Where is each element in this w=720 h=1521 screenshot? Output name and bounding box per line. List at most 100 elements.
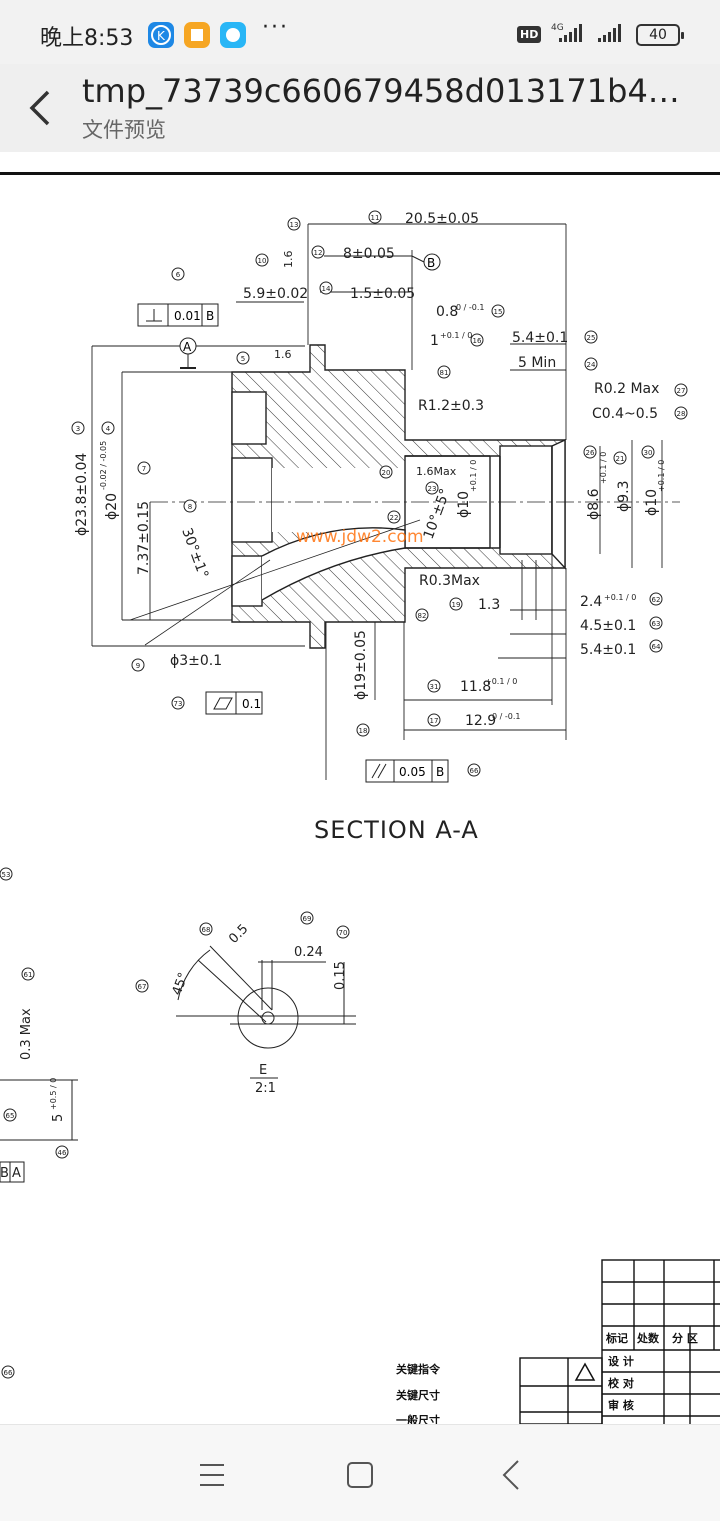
inspection-balloon-44 [55,1145,69,1159]
home-button[interactable] [338,1453,382,1497]
inspection-balloon-number: 5 [241,355,245,363]
inspection-balloon-number: 13 [290,221,299,229]
dim-1-tol: +0.1 / 0 [440,331,472,340]
general-dimension: 一般尺寸 [396,1413,440,1424]
inspection-balloon-16 [101,421,115,435]
inspection-balloon-number: 7 [142,465,146,473]
inspection-balloon-number: 19 [452,601,461,609]
detail-dim-0-15: 0.15 [333,961,348,990]
inspection-balloon-25 [131,658,145,672]
inspection-balloon-27 [449,597,463,611]
svg-text:0.01: 0.01 [174,309,201,323]
inspection-balloon-24 [641,445,655,459]
dim-phi20: ϕ20 [104,493,120,520]
svg-text:4G: 4G [551,23,564,33]
watermark: www.jdw2.com [296,527,424,547]
left-dim-0-3-max: 0.3 Max [19,1008,34,1060]
dim-1-5: 1.5±0.05 [350,286,415,302]
inspection-balloon-number: 16 [473,337,482,345]
inspection-balloon-number: 12 [314,249,323,257]
inspection-balloon-number: 63 [652,620,661,628]
left-partial-view [0,1079,78,1183]
detail-e-view [176,945,356,1049]
menu-button[interactable] [190,1453,234,1497]
inspection-balloon-33 [356,723,370,737]
signal-icon [596,22,626,48]
inspection-balloon-9 [584,330,598,344]
svg-text:B: B [427,256,435,270]
inspection-balloon-number: 11 [371,214,380,222]
inspection-balloon-number: 10 [258,257,267,265]
inspection-balloon-number: 8 [188,503,192,511]
inspection-balloon-number: 25 [587,334,596,342]
inspection-balloon-number: 30 [644,449,653,457]
detail-label: E [259,1063,267,1078]
inspection-balloon-number: 20 [382,469,391,477]
inspection-balloon-number: 61 [24,971,33,979]
hd-icon: HD [517,26,542,43]
tb-zone: 分 区 [672,1331,698,1345]
dim-0-8-tol: 0 / -0.1 [456,303,484,312]
inspection-balloon-number: 53 [2,871,11,879]
inspection-balloon-29 [649,616,663,630]
inspection-balloon-4 [255,253,269,267]
dim-12-9: 12.9 [465,713,496,729]
browser-app-icon [220,22,246,48]
inspection-balloon-8 [470,333,484,347]
inspection-balloon-number: 21 [616,455,625,463]
inspection-balloon-20 [387,510,401,524]
engineering-drawing: 20.5±0.05 8±0.05 5.9±0.02 1.5±0.05 0.8 0… [0,210,720,1424]
inspection-balloon-number: 27 [677,387,686,395]
detail-scale: 2:1 [255,1081,276,1096]
drawing-viewer[interactable]: 20.5±0.05 8±0.05 5.9±0.02 1.5±0.05 0.8 0… [0,176,720,1424]
inspection-balloon-number: 64 [652,643,661,651]
inspection-balloon-number: 46 [58,1149,67,1157]
tb-count: 处数 [636,1331,660,1345]
tb-design: 设 计 [608,1354,634,1368]
tb-check: 校 对 [608,1376,634,1390]
signal-4g-icon: 4G [547,22,589,48]
inspection-balloon-5 [171,267,185,281]
divider [0,172,720,175]
fcf-parallelism: 0.05 B [365,759,449,783]
inspection-balloon-number: 31 [430,683,439,691]
menu-icon [200,1464,224,1486]
file-title: tmp_73739c660679458d013171b4… [82,72,680,110]
dim-5-4-bottom: 5.4±0.1 [580,642,636,658]
dim-phi20-tol: -0.02 / -0.05 [99,441,108,490]
inspection-balloon-31 [427,679,441,693]
inspection-balloon-37 [21,967,35,981]
nav-back-button[interactable] [490,1453,534,1497]
fcf-flatness: 0.1 [205,691,263,715]
battery-icon: 40 [636,24,684,46]
inspection-balloon-number: 18 [359,727,368,735]
dim-phi10-a-tol: +0.1 / 0 [469,460,478,492]
status-bar: 晚上8:53 K ··· HD 4G 40 [0,0,720,64]
inspection-balloon-6 [319,281,333,295]
k-app-icon: K [148,22,174,48]
inspection-balloon-number: 81 [440,369,449,377]
dim-11-8: 11.8 [460,679,491,695]
dim-7-37: 7.37±0.15 [136,501,152,575]
left-dim-5: 5 [51,1114,66,1122]
datum-b-symbol: B [411,253,441,271]
back-button[interactable] [22,84,62,132]
home-square-icon [347,1462,373,1488]
inspection-balloon-41 [135,979,149,993]
inspection-balloon-number: 17 [430,717,439,725]
roughness-1-6-b: 1.6 [282,251,295,269]
inspection-balloon-12 [674,406,688,420]
inspection-balloon-36 [0,867,13,881]
dim-1-3: 1.3 [478,597,500,613]
inspection-balloon-35 [467,763,481,777]
svg-text:K: K [157,29,166,43]
inspection-balloon-17 [137,461,151,475]
inspection-balloon-number: 15 [494,308,503,316]
dim-r1-2: R1.2±0.3 [418,398,484,414]
key-dimension: 关键尺寸 [396,1388,440,1402]
dim-phi10-b: ϕ10 [644,489,660,516]
app-bar: tmp_73739c660679458d013171b4… 文件预览 [0,64,720,152]
svg-text:0.05: 0.05 [399,765,426,779]
inspection-balloon-15 [71,421,85,435]
